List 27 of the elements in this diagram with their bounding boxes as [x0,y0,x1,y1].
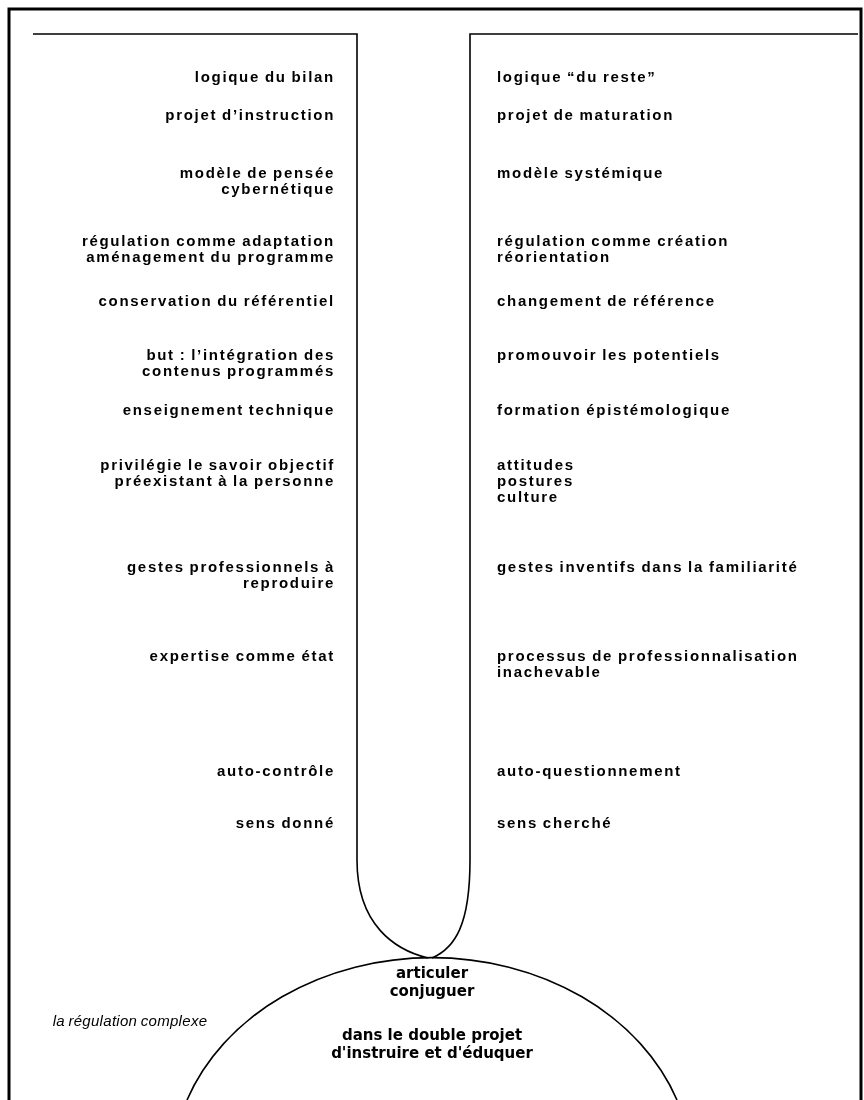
column-label: modèle de pensée cybernétique [178,165,335,197]
column-label: projet de maturation [497,107,675,123]
column-label: gestes inventifs dans la familiarité [497,559,800,575]
column-label: promouvoir les potentiels [497,347,722,363]
column-label: expertise comme état [148,648,335,664]
column-label: modèle systémique [497,165,666,181]
side-note: la régulation complexe [51,1012,209,1030]
column-label: changement de référence [497,293,717,309]
column-label: processus de professionnalisation inachevable [497,648,800,680]
column-label: attitudes postures culture [497,457,576,505]
column-label: logique du bilan [193,69,335,85]
column-label: gestes professionnels à reproduire [126,559,335,591]
column-label: formation épistémologique [497,402,732,418]
column-label: logique “du reste” [497,69,658,85]
column-label: sens cherché [497,815,614,831]
column-label: régulation comme adaptation aménagement du programme [80,233,335,265]
column-label: sens donné [234,815,335,831]
column-label: but : l’intégration des contenus programmés [141,347,335,379]
column-label: auto-contrôle [216,763,335,779]
column-label: régulation comme création réorientation [497,233,731,265]
column-label: conservation du référentiel [97,293,335,309]
column-label: enseignement technique [121,402,335,418]
column-label: privilégie le savoir objectif préexistant à la personne [99,457,335,489]
node-text: dans le double projet d'instruire et d'éduquer [330,1026,534,1062]
column-label: auto-questionnement [497,763,683,779]
column-label: projet d’instruction [164,107,335,123]
node-text: articuler conjuguer [388,964,476,1000]
